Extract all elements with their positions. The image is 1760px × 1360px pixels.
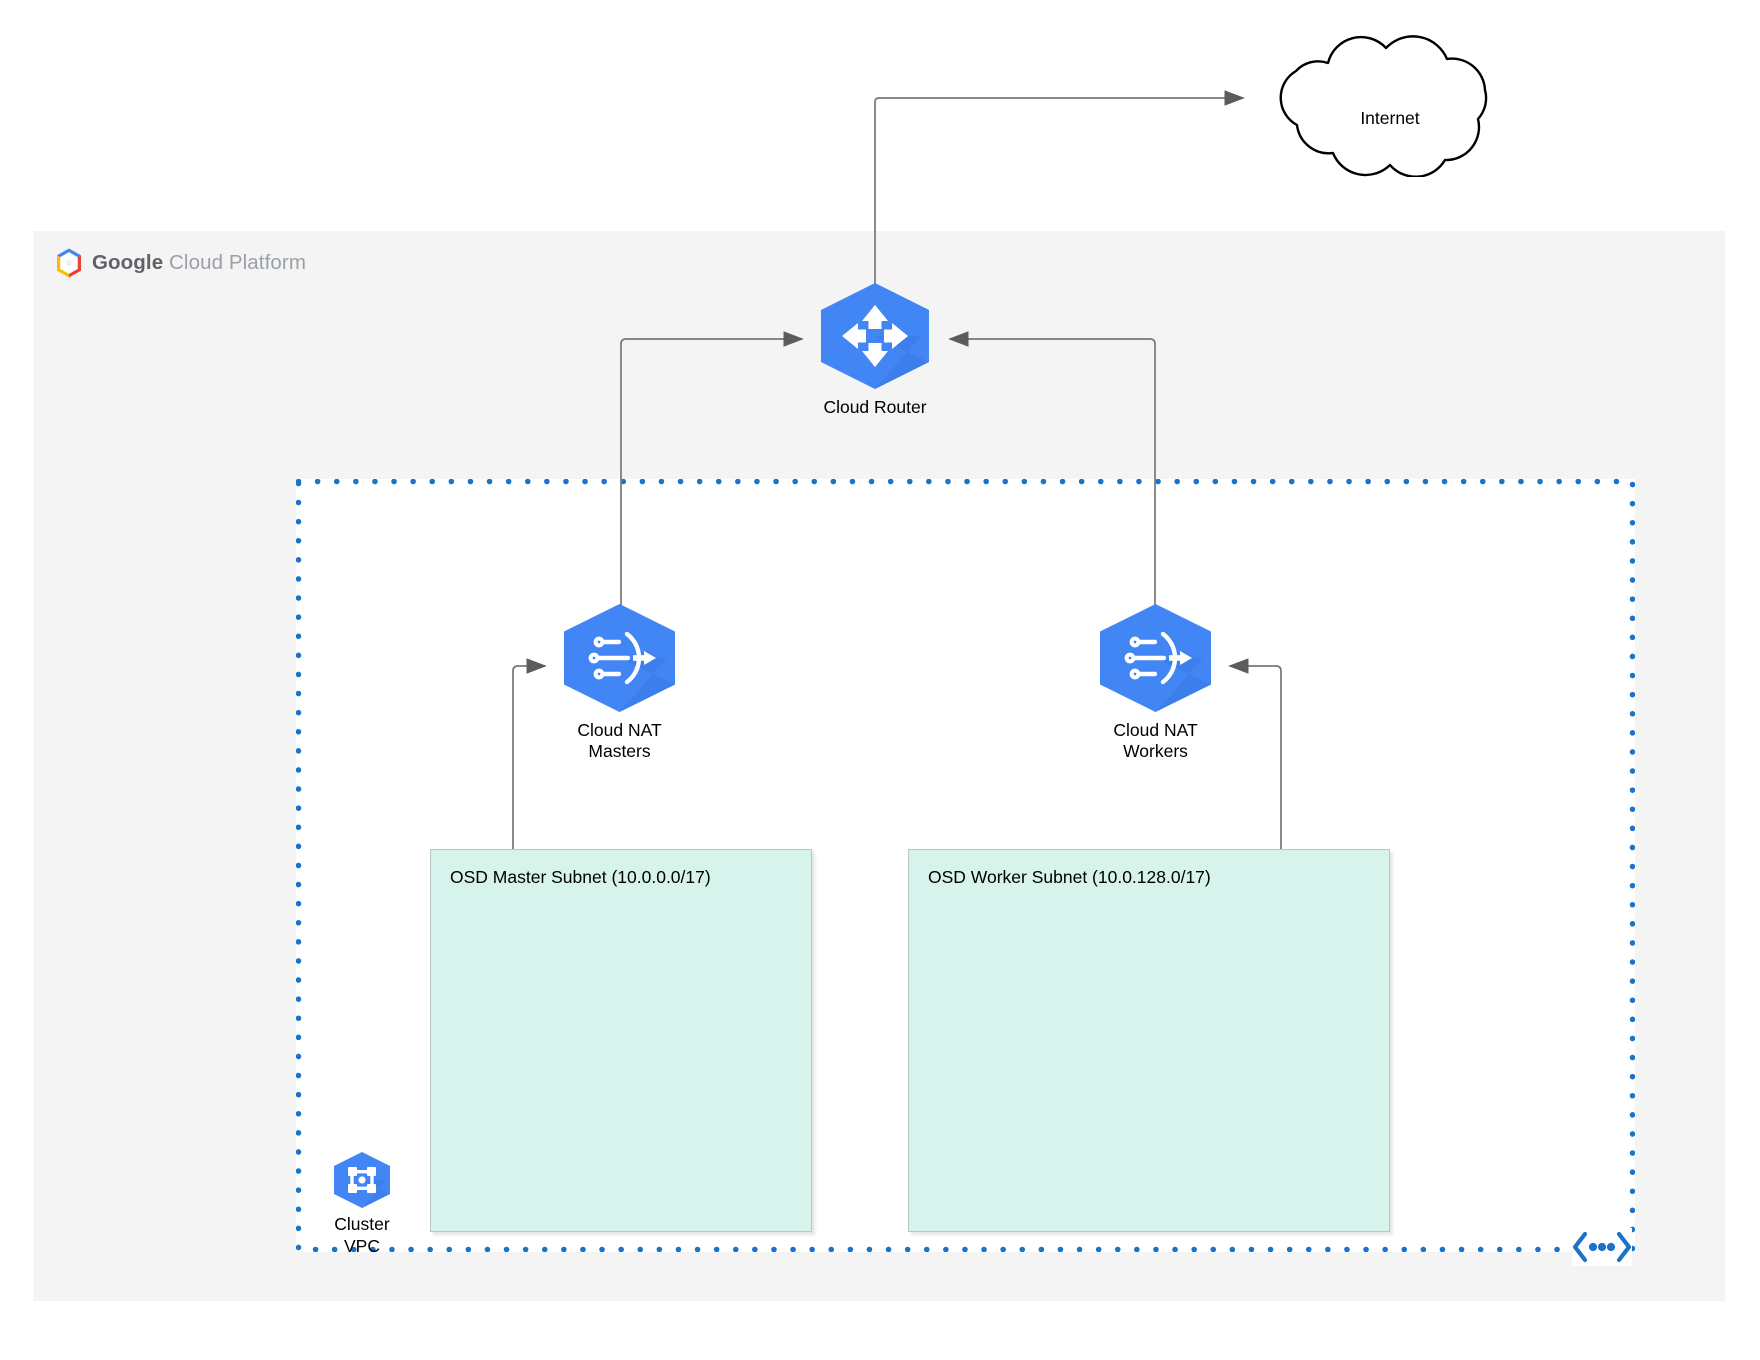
cloud-nat-masters-label-line2: Masters: [588, 741, 651, 761]
internet-label: Internet: [1360, 108, 1420, 128]
cloud-icon: [1279, 35, 1488, 178]
cluster-vpc-label-line2: VPC: [344, 1236, 380, 1256]
cloud-nat-masters-node[interactable]: Cloud NAT Masters: [557, 602, 682, 761]
subnet-osd-master[interactable]: OSD Master Subnet (10.0.0.0/17): [430, 849, 812, 1232]
cluster-vpc-label-line1: Cluster: [334, 1214, 390, 1234]
cluster-vpc-node[interactable]: Cluster VPC: [331, 1151, 393, 1256]
internet-node[interactable]: Internet: [1265, 22, 1515, 178]
cloud-router-label: Cloud Router: [823, 397, 927, 417]
cloud-nat-workers-label: Cloud NAT Workers: [1113, 720, 1197, 762]
gcp-brand-bold: Google: [92, 251, 164, 274]
cloud-nat-icon: [564, 604, 675, 712]
cloud-router-icon: [821, 283, 929, 389]
cloud-nat-workers-label-line1: Cloud NAT: [1113, 720, 1198, 740]
vpc-network-icon: [334, 1152, 390, 1208]
cloud-nat-icon: [1100, 604, 1211, 712]
subnet-osd-master-label: OSD Master Subnet (10.0.0.0/17): [450, 867, 711, 887]
subnet-osd-worker[interactable]: OSD Worker Subnet (10.0.128.0/17): [908, 849, 1390, 1232]
cloud-nat-workers-node[interactable]: Cloud NAT Workers: [1093, 602, 1218, 761]
google-cloud-platform-logo: Google Cloud Platform: [56, 246, 306, 280]
google-cloud-hexagon-icon: [57, 248, 81, 278]
gcp-brand-text: Google Cloud Platform: [92, 251, 306, 275]
gcp-brand-light: Cloud Platform: [169, 251, 306, 274]
cloud-nat-masters-label: Cloud NAT Masters: [577, 720, 661, 762]
cloud-nat-masters-label-line1: Cloud NAT: [577, 720, 662, 740]
cloud-nat-workers-label-line2: Workers: [1123, 741, 1188, 761]
cluster-vpc-label: Cluster VPC: [334, 1213, 389, 1257]
vpc-network-chevron-dots-icon: [1572, 1228, 1632, 1266]
cloud-router-node[interactable]: Cloud Router: [814, 281, 936, 417]
subnet-osd-worker-label: OSD Worker Subnet (10.0.128.0/17): [928, 867, 1211, 887]
